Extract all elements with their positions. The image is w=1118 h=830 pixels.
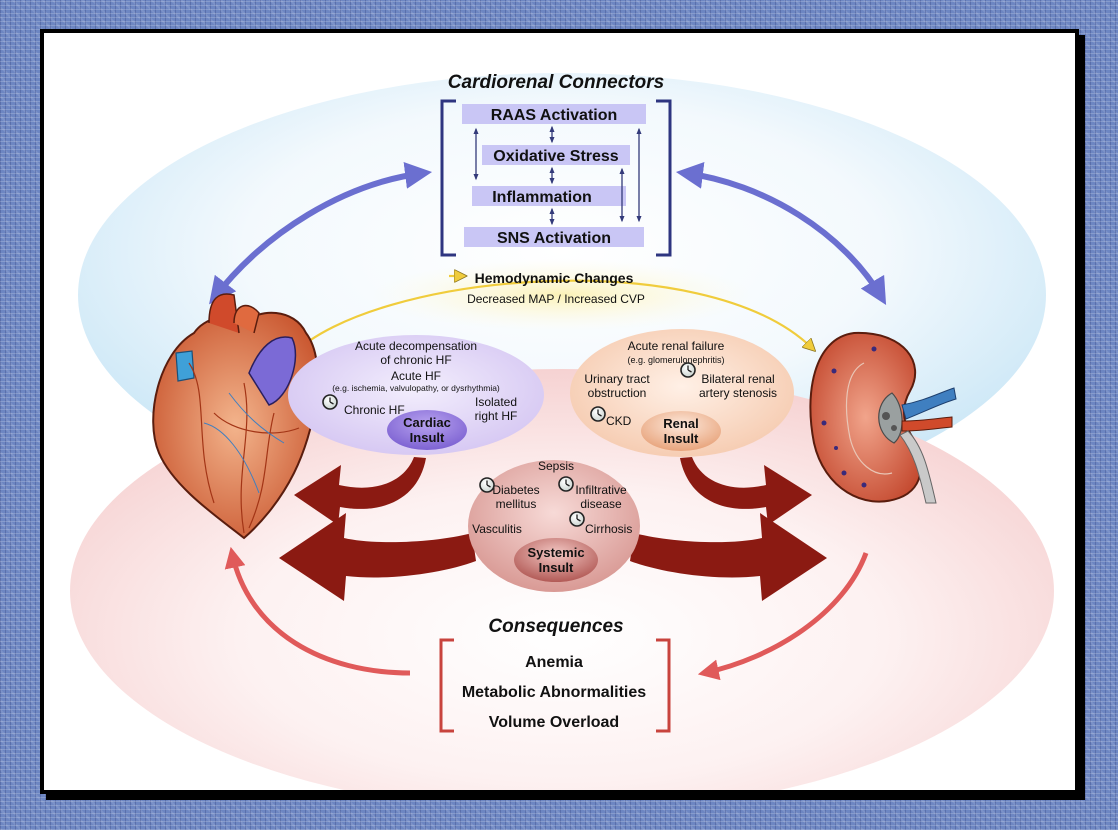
cardiac-insult-badge bbox=[387, 410, 467, 450]
connector-box-raas bbox=[462, 104, 646, 124]
systemic-cirrhosis: Cirrhosis bbox=[585, 522, 632, 536]
hemodynamic-title: Hemodynamic Changes bbox=[475, 270, 634, 286]
systemic-diabetes-line1: Diabetes bbox=[492, 483, 539, 497]
consequence-arrow-kidney bbox=[697, 552, 869, 681]
renal-bilateral-line2: artery stenosis bbox=[699, 386, 777, 400]
consequence-volume-overload: Volume Overload bbox=[489, 714, 619, 731]
systemic-diabetes-line2: mellitus bbox=[496, 497, 537, 511]
cardiac-isolated-line2: right HF bbox=[475, 409, 518, 423]
renal-arf-example: (e.g. glomerulonephritis) bbox=[627, 355, 724, 365]
clock-icon bbox=[322, 394, 338, 410]
cardiac-isolated-line1: Isolated bbox=[475, 395, 517, 409]
diagram-frame: Cardiorenal Connectors RAAS Activation O… bbox=[40, 29, 1079, 794]
renal-label-line1: Renal bbox=[663, 416, 698, 431]
cardiac-acute-hf-examples: (e.g. ischemia, valvulopathy, or dysrhyt… bbox=[332, 383, 500, 393]
consequence-anemia: Anemia bbox=[525, 654, 583, 671]
systemic-label-line1: Systemic bbox=[527, 545, 584, 560]
systemic-infiltrative-line1: Infiltrative bbox=[575, 483, 627, 497]
connector-box-sns bbox=[464, 227, 644, 247]
connector-box-inflammation bbox=[472, 186, 626, 206]
cardiac-acute-decomp-line2: of chronic HF bbox=[380, 353, 451, 367]
cardiac-acute-decomp-line1: Acute decompensation bbox=[355, 339, 477, 353]
renal-bilateral-line1: Bilateral renal bbox=[701, 372, 774, 386]
cardiac-oval bbox=[288, 335, 544, 455]
cardiac-label-line1: Cardiac bbox=[403, 415, 451, 430]
kidney-illustration bbox=[809, 331, 957, 504]
renal-label-line2: Insult bbox=[664, 431, 699, 446]
cardiac-label-line2: Insult bbox=[410, 430, 445, 445]
connector-small-arrows bbox=[473, 125, 642, 226]
connector-label-inflammation: Inflammation bbox=[492, 189, 592, 206]
connectors-bracket-left bbox=[440, 99, 456, 257]
clock-icon bbox=[680, 362, 696, 378]
connectors-title: Cardiorenal Connectors bbox=[448, 72, 664, 93]
systemic-insult-arrow-right bbox=[630, 513, 827, 601]
hemodynamic-arrow bbox=[291, 279, 812, 356]
consequences-bracket-left bbox=[439, 638, 454, 733]
connector-label-sns: SNS Activation bbox=[497, 230, 611, 247]
systemic-insult-badge bbox=[514, 538, 598, 582]
clock-icon bbox=[569, 511, 585, 527]
cardiorenal-diagram: Cardiorenal Connectors RAAS Activation O… bbox=[70, 72, 1054, 790]
systemic-label-line2: Insult bbox=[539, 560, 574, 575]
renal-ckd: CKD bbox=[606, 414, 632, 428]
heart-illustration bbox=[152, 293, 319, 540]
systemic-sepsis: Sepsis bbox=[538, 459, 574, 473]
connector-box-oxidative bbox=[482, 145, 630, 165]
renal-oval bbox=[570, 329, 794, 457]
renal-urinary-line2: obstruction bbox=[588, 386, 647, 400]
clock-icon bbox=[590, 406, 606, 422]
consequences-title: Consequences bbox=[488, 616, 623, 637]
consequence-arrow-heart bbox=[224, 546, 411, 676]
hemodynamic-subtitle: Decreased MAP / Increased CVP bbox=[467, 292, 645, 306]
clock-icon bbox=[558, 476, 574, 492]
cardiac-acute-hf: Acute HF bbox=[391, 369, 441, 383]
renal-insult-badge bbox=[641, 411, 721, 451]
connector-label-oxidative: Oxidative Stress bbox=[493, 148, 619, 165]
connectors-bracket-right bbox=[656, 99, 672, 257]
cardiac-chronic-hf: Chronic HF bbox=[344, 403, 405, 417]
systemic-vasculitis: Vasculitis bbox=[472, 522, 522, 536]
connector-arrow-kidney bbox=[675, 161, 887, 305]
connector-label-raas: RAAS Activation bbox=[491, 107, 618, 124]
consequence-metabolic: Metabolic Abnormalities bbox=[462, 684, 646, 701]
renal-urinary-line1: Urinary tract bbox=[584, 372, 650, 386]
cardiac-insult-arrow bbox=[294, 457, 426, 525]
renal-insult-arrow bbox=[680, 457, 812, 525]
consequences-bracket-right bbox=[656, 638, 671, 733]
connector-arrow-heart bbox=[209, 161, 433, 305]
systemic-insult-arrow-left bbox=[279, 513, 476, 601]
renal-acute-renal-failure: Acute renal failure bbox=[628, 339, 725, 353]
systemic-infiltrative-line2: disease bbox=[580, 497, 622, 511]
clock-icon bbox=[479, 477, 495, 493]
